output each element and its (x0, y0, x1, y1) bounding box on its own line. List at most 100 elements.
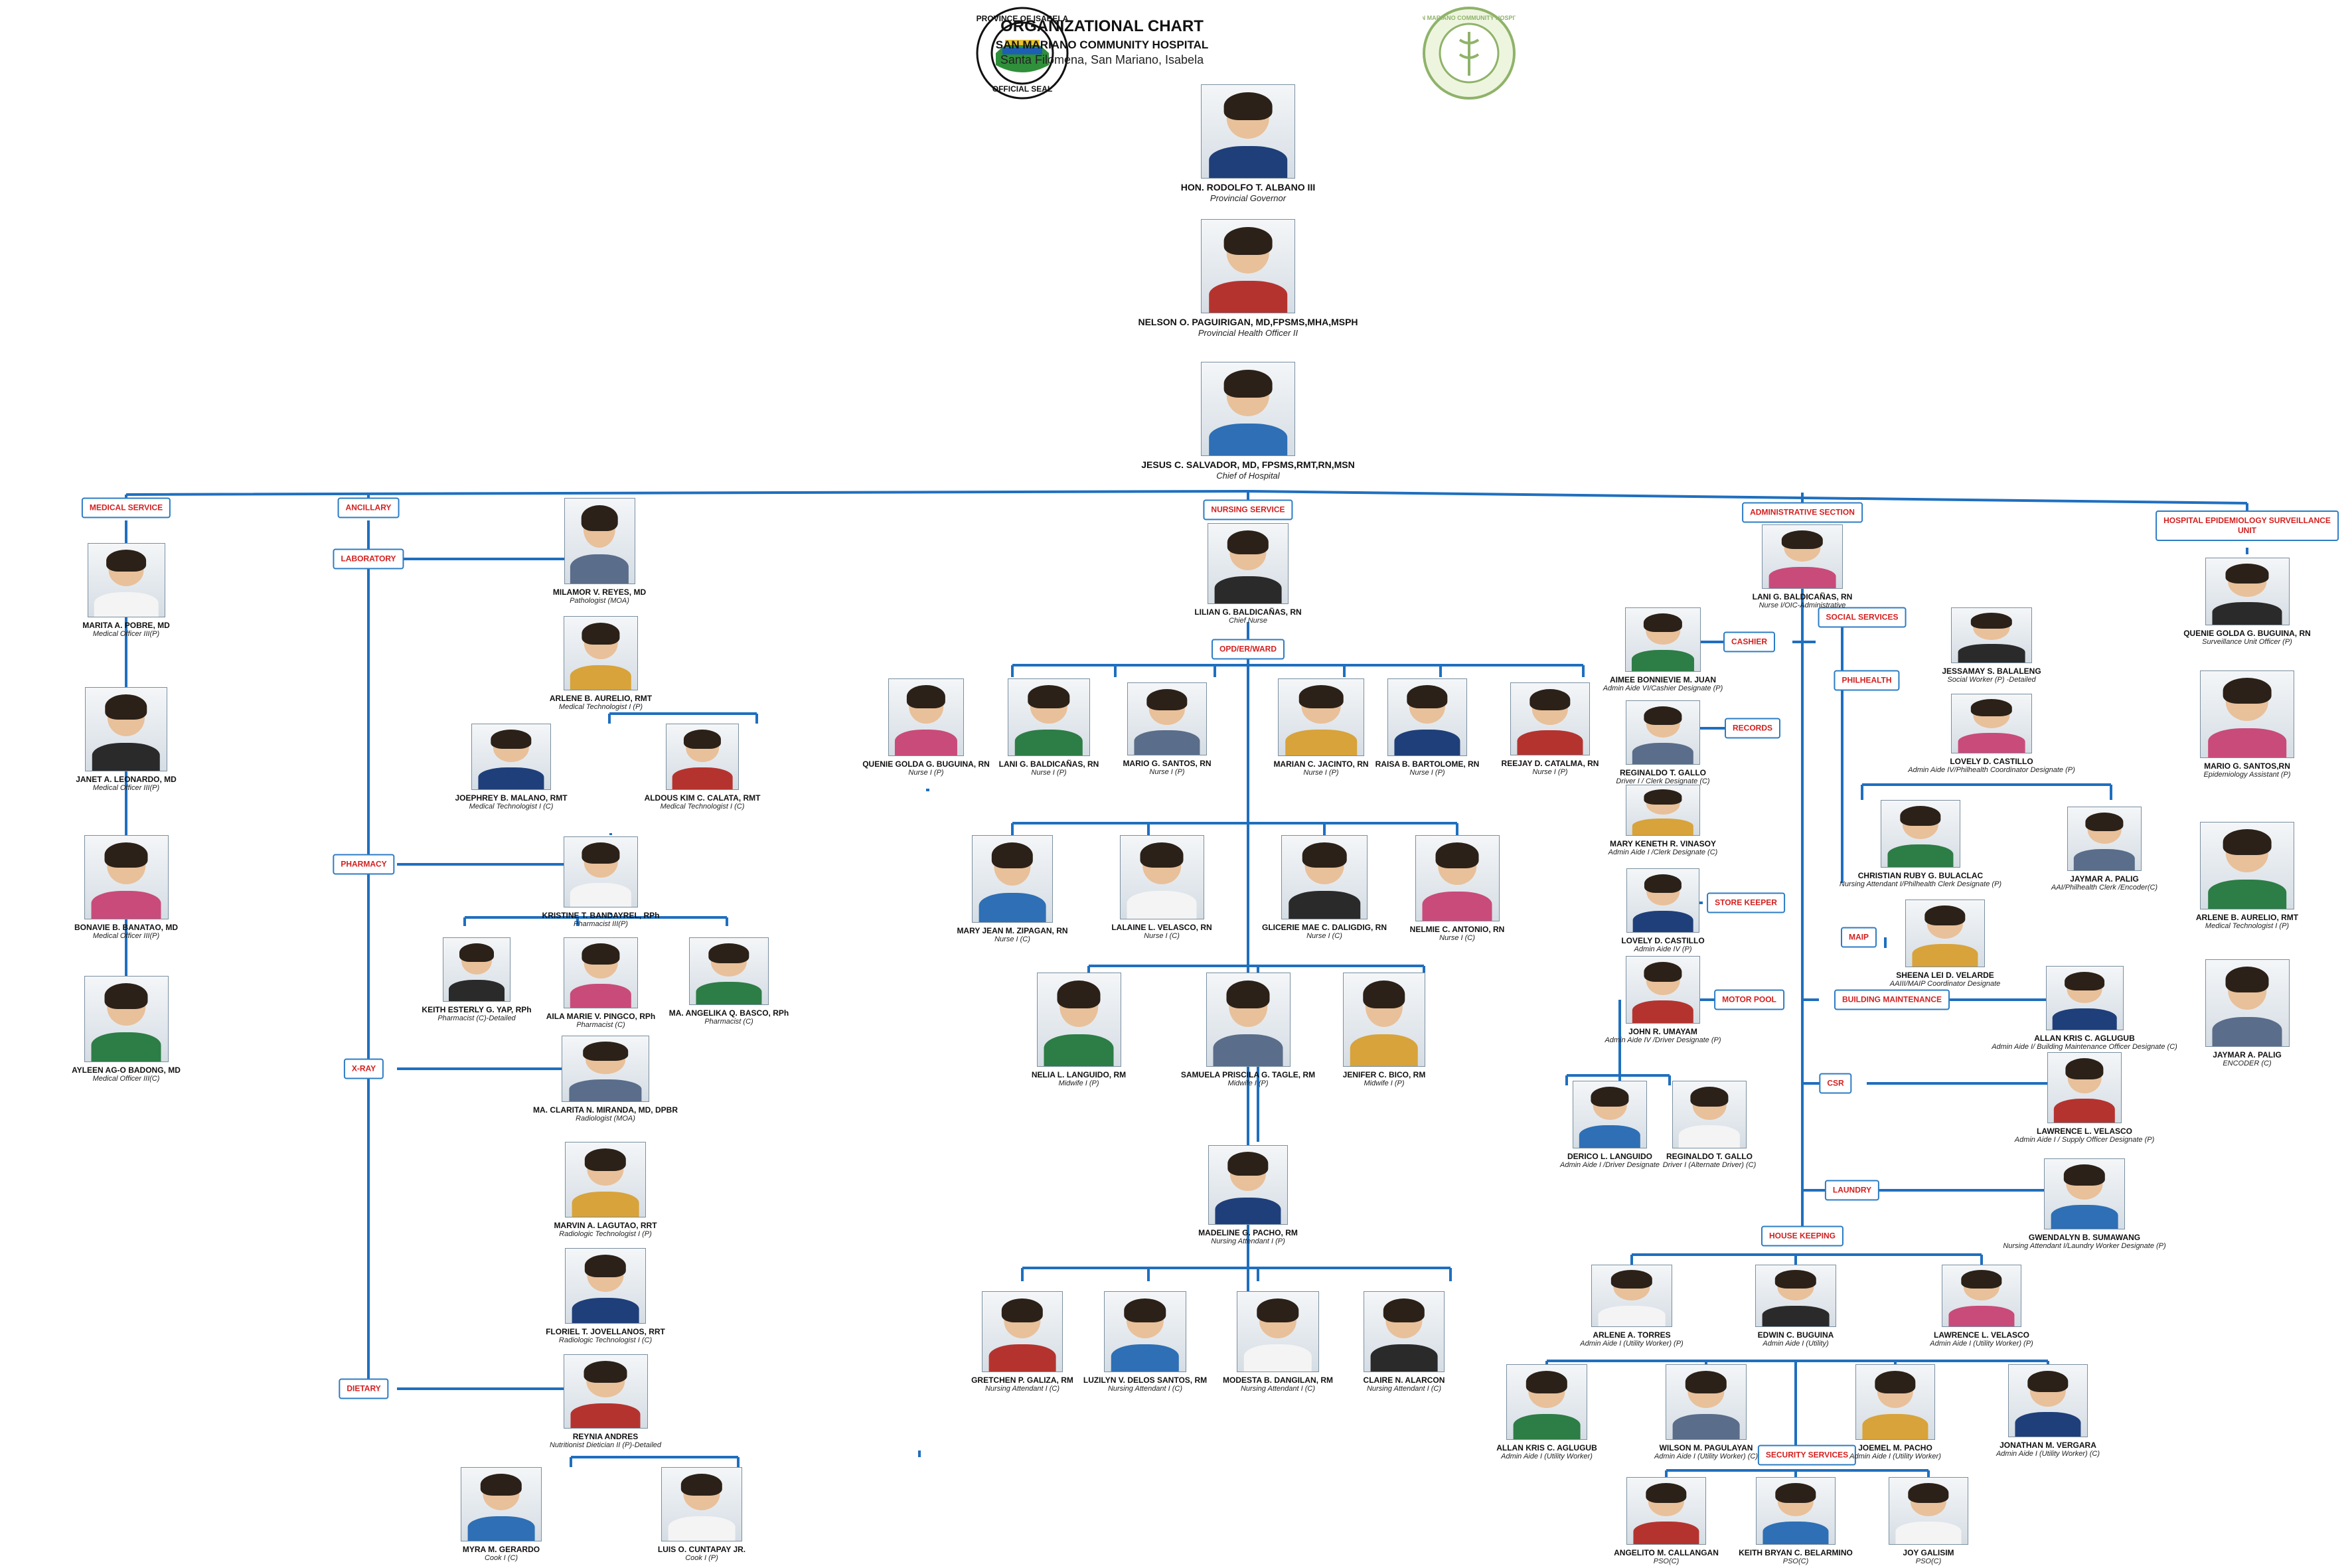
person-name: MILAMOR V. REYES, MD (552, 588, 647, 597)
person-title: Nursing Attendant I (C) (1107, 1385, 1183, 1393)
person-title: Pharmacist III(P) (574, 920, 628, 928)
person-name: MARY JEAN M. ZIPAGAN, RN (957, 926, 1068, 935)
person-photo (1364, 1291, 1445, 1372)
person-photo (461, 1467, 542, 1541)
person-photo (689, 937, 769, 1005)
person-title: Medical Officer III(C) (92, 1075, 160, 1083)
person-name: SAMUELA PRISCILA G. TAGLE, RM (1180, 1070, 1316, 1079)
person-photo (666, 724, 739, 790)
person-title: Medical Technologist I (C) (469, 803, 554, 811)
person-name: JENIFER C. BICO, RM (1342, 1070, 1426, 1079)
person-title: PSO(C) (1653, 1557, 1680, 1565)
hospital-address: Santa Filomena, San Mariano, Isabela (1000, 53, 1204, 66)
label-building-maintenance: BUILDING MAINTENANCE (1834, 989, 1950, 1010)
person-photo (1036, 973, 1121, 1067)
person-name: LANI G. BALDICAÑAS, RN (998, 759, 1099, 769)
person-title: Chief of Hospital (1216, 471, 1280, 481)
person-photo (443, 937, 510, 1002)
person-title: Nurse I (P) (1149, 768, 1185, 776)
person-photo (1201, 219, 1295, 313)
label-maip: MAIP (1841, 927, 1877, 948)
person-name: LALAINE L. VELASCO, RN (1111, 923, 1212, 932)
person-photo (1951, 694, 2032, 753)
person-name: LAWRENCE L. VELASCO (1933, 1330, 2029, 1340)
person-photo (1281, 835, 1368, 919)
person-title: Social Worker (P) -Detailed (1947, 676, 2036, 684)
person-name: GLICERIE MAE C. DALIGDIG, RN (1261, 923, 1387, 932)
person-title: Admin Aide I/ Building Maintenance Offic… (1992, 1043, 2177, 1051)
person-photo (564, 616, 638, 690)
person-photo (1625, 607, 1701, 672)
label-store-keeper: STORE KEEPER (1707, 892, 1785, 913)
label-nursing-service: NURSING SERVICE (1203, 499, 1293, 520)
person-title: Medical Officer III(P) (92, 784, 160, 792)
label-dietary: DIETARY (339, 1378, 389, 1399)
label-records: RECORDS (1724, 718, 1781, 739)
person-name: SHEENA LEI D. VELARDE (1896, 971, 1994, 980)
person-title: Nurse I (P) (1532, 768, 1568, 776)
person-photo (2200, 670, 2294, 758)
person-photo (87, 543, 165, 617)
person-title: Nurse I (C) (994, 935, 1030, 943)
person-photo (565, 1248, 646, 1324)
label-medical-service: MEDICAL SERVICE (81, 497, 171, 518)
person-name: MARIO G. SANTOS, RN (1123, 759, 1212, 768)
person-name: MYRA M. GERARDO (462, 1545, 540, 1554)
person-title: Nursing Attendant I (C) (984, 1385, 1060, 1393)
person-name: JESSAMAY S. BALALENG (1942, 666, 2041, 676)
person-name: ARLENE B. AURELIO, RMT (549, 694, 653, 703)
person-name: JAYMAR A. PALIG (2213, 1050, 2282, 1059)
person-photo (972, 835, 1053, 923)
person-photo (2205, 558, 2290, 625)
person-name: EDWIN C. BUGUINA (1757, 1330, 1834, 1340)
person-title: Pathologist (MOA) (570, 597, 629, 605)
person-photo (1951, 607, 2032, 663)
label-motor-pool: MOTOR POOL (1714, 989, 1784, 1010)
person-photo (1666, 1364, 1747, 1440)
person-photo (1343, 973, 1425, 1067)
person-name: ARLENE B. AURELIO, RMT (2195, 913, 2299, 922)
person-name: MODESTA B. DANGILAN, RM (1223, 1375, 1333, 1385)
person-photo (1510, 682, 1590, 755)
person-photo (1942, 1265, 2021, 1327)
person-card-baldicanas-lani-n: LANI G. BALDICAÑAS, RN Nurse I (P) (916, 678, 1182, 777)
hospital-seal-logo: SAN MARIANO COMMUNITY HOSPITAL (1413, 7, 1526, 100)
person-title: Driver I / Clerk Designate (C) (1616, 777, 1710, 785)
person-photo (564, 937, 638, 1008)
person-name: WILSON M. PAGULAYAN (1659, 1443, 1753, 1452)
person-title: Admin Aide I (Utility Worker) (C) (1996, 1450, 2100, 1458)
person-name: MA. CLARITA N. MIRANDA, MD, DPBR (533, 1105, 678, 1115)
person-name: JESUS C. SALVADOR, MD, FPSMS,RMT,RN,MSN (1141, 459, 1355, 470)
person-title: Admin Aide IV (P) (1634, 945, 1692, 953)
person-photo (562, 1036, 649, 1102)
person-title: Admin Aide I (Utility Worker) (C) (1654, 1452, 1759, 1460)
person-photo (1626, 868, 1699, 933)
label-social-services: SOCIAL SERVICES (1818, 607, 1907, 628)
person-name: REYNIA ANDRES (572, 1432, 639, 1441)
person-photo (1905, 900, 1985, 967)
person-photo (1201, 362, 1295, 456)
person-name: MARY KENETH R. VINASOY (1609, 839, 1717, 848)
person-name: REEJAY D. CATALMA, RN (1501, 759, 1599, 768)
person-name: MA. ANGELIKA Q. BASCO, RPh (668, 1008, 789, 1018)
